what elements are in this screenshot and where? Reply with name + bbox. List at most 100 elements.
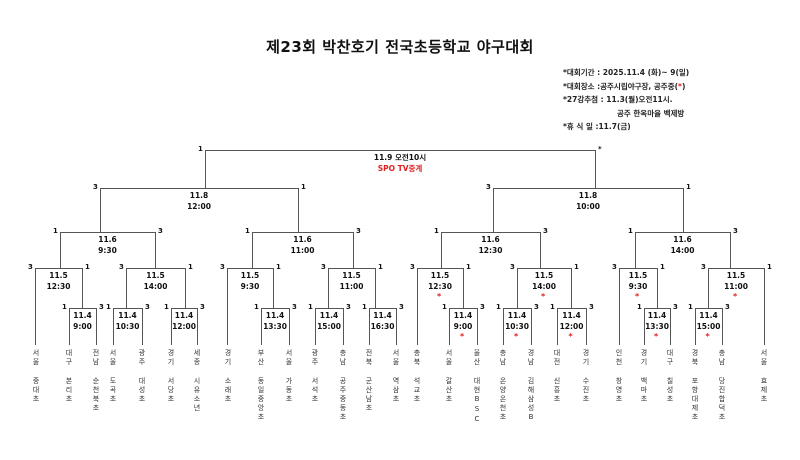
info-venue: *대회장소 :공주시립야구장, 공주중(*) xyxy=(563,80,689,94)
score-left: 3 xyxy=(93,183,98,191)
bracket-line xyxy=(82,268,84,308)
score-right: 3 xyxy=(145,303,150,311)
match-time: 14:00 xyxy=(532,282,556,291)
bracket-line xyxy=(328,268,330,308)
bracket-line xyxy=(69,308,97,310)
bracket-line xyxy=(69,308,71,345)
match-time: 10:00 xyxy=(576,202,600,211)
match-time: 13:30 xyxy=(645,322,669,331)
team-school: 역삼초 xyxy=(392,377,400,404)
score-right: 3 xyxy=(356,227,361,235)
score-left: 1 xyxy=(362,303,367,311)
match-date: 11.5 xyxy=(240,271,260,280)
match-date: 11.4 xyxy=(265,311,285,320)
broadcast-note: SPO TV중계 xyxy=(377,164,423,173)
bracket-line xyxy=(441,232,541,234)
red-mark: * xyxy=(460,332,465,341)
bracket-line xyxy=(683,188,685,232)
team-school: 서당초 xyxy=(167,377,175,404)
bracket-line xyxy=(375,268,377,308)
bracket-line xyxy=(449,308,478,310)
score-right: 3 xyxy=(725,303,730,311)
red-mark: * xyxy=(437,292,442,301)
team-region: 울산 xyxy=(473,349,481,367)
bracket-line xyxy=(328,268,376,270)
bracket-line xyxy=(343,308,345,345)
team-region: 광주 xyxy=(138,349,146,367)
team-region: 광주 xyxy=(311,349,319,367)
bracket-line xyxy=(261,308,290,310)
score-left: 3 xyxy=(486,183,491,191)
match-date: 11.9 오전10시 xyxy=(373,153,427,162)
match-time: 9:30 xyxy=(628,282,648,291)
bracket-line xyxy=(635,232,637,268)
team-region: 충남 xyxy=(339,349,347,367)
bracket-line xyxy=(205,150,207,188)
info-period: *대회기간 : 2025.11.4 (화)~ 9(일) xyxy=(563,68,690,77)
score-left: 3 xyxy=(701,263,706,271)
bracket-line xyxy=(369,308,397,310)
bracket-line xyxy=(517,268,519,308)
team-region: 경기 xyxy=(167,349,175,367)
bracket-line xyxy=(503,308,532,310)
score-right: 1 xyxy=(188,263,193,271)
team-school: 대현BSC xyxy=(473,377,481,425)
match-date: 11.4 xyxy=(73,311,92,320)
match-time: 12:00 xyxy=(172,322,196,331)
score-left: 1 xyxy=(628,227,633,235)
team-school: 석교초 xyxy=(413,377,421,404)
bracket-line xyxy=(197,308,199,345)
match-date: 11.5 xyxy=(534,271,554,280)
team-region: 전남 xyxy=(92,349,100,367)
score-left: 1 xyxy=(164,303,169,311)
team-school: 동일중앙초 xyxy=(257,377,265,422)
bracket-line xyxy=(463,268,465,308)
match-date: 11.8 xyxy=(189,191,209,200)
bracket-line xyxy=(273,268,275,308)
match-date: 11.4 xyxy=(118,311,137,320)
team-school: 당진합덕초 xyxy=(718,377,726,422)
bracket-line xyxy=(722,308,724,345)
bracket-line xyxy=(708,268,765,270)
bracket-line xyxy=(142,308,144,345)
score-left: 1 xyxy=(53,227,58,235)
bracket-line xyxy=(171,308,173,345)
bracket-line xyxy=(730,232,732,268)
bracket-line xyxy=(353,232,355,268)
team-school: 수진초 xyxy=(582,377,590,404)
score-right: 1 xyxy=(85,263,90,271)
match-time: 10:30 xyxy=(505,322,529,331)
team-region: 대전 xyxy=(553,349,561,367)
score-left: 3 xyxy=(510,263,515,271)
score-right: 1 xyxy=(378,263,383,271)
match-time: 12:30 xyxy=(46,282,71,291)
bracket-line xyxy=(441,232,443,268)
bracket-line xyxy=(96,308,98,345)
bracket-line xyxy=(60,232,156,234)
bracket-line xyxy=(635,232,731,234)
red-mark: * xyxy=(568,332,573,341)
match-date: 11.5 xyxy=(628,271,648,280)
